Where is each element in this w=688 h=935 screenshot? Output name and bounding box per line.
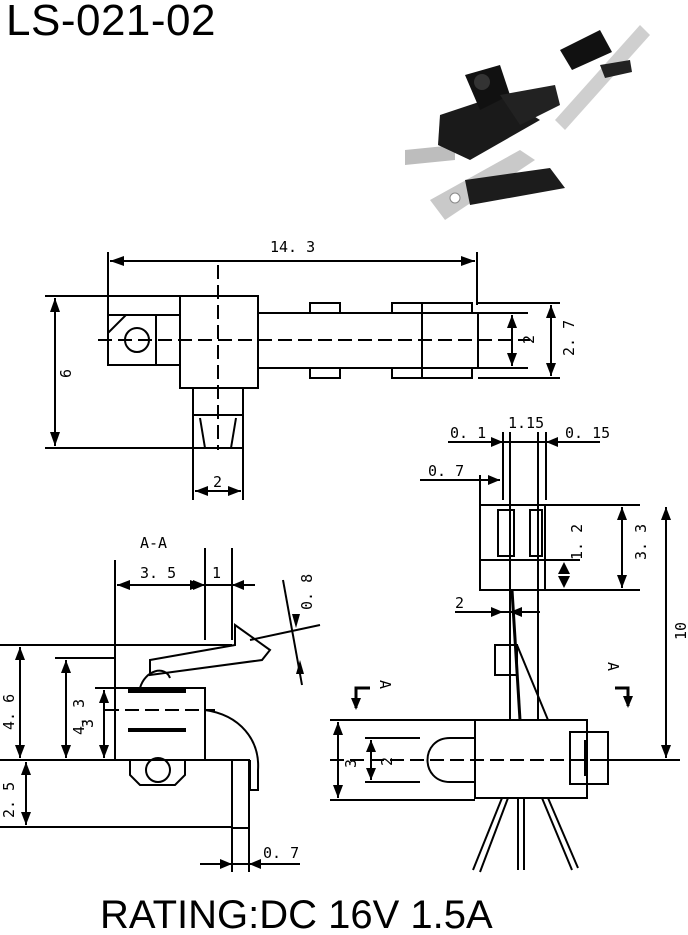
dim-length-label: 14. 3 [270,238,315,256]
dim-body-height-label: 3 [342,759,360,768]
section-mark-left: A [376,680,394,689]
dim-gap-left-label: 0. 1 [450,424,486,442]
dim-width-label: 3. 5 [140,564,176,582]
dim-offset-label: 0. 7 [428,462,464,480]
dim-lever-thickness-label: 0. 8 [298,574,316,610]
dim-body-height-label: 3 [79,719,97,728]
dim-pitch-label: 1.15 [508,414,544,432]
part-number-title: LS-021-02 [6,0,216,45]
dim-inner-height-label: 2 [378,757,396,766]
dim-shaft-inner-label: 2 [520,335,538,344]
dim-height-label: 6 [57,369,75,378]
terminal [231,759,250,829]
dim-gap-right-label: 0. 15 [565,424,610,442]
rating-text: RATING:DC 16V 1.5A [100,893,493,935]
spring [494,644,518,676]
product-photo-body [405,25,650,220]
lever [149,623,272,677]
dim-spacer-label: 2 [455,594,464,612]
dim-lever-offset-label: 1 [212,564,221,582]
section-label: A-A [140,534,167,552]
dim-lower-height-label: 2. 5 [0,782,18,818]
dim-total-height-label: 4. 6 [0,694,18,730]
dim-base-width-label: 2 [213,473,222,491]
dim-terminal-thickness-label: 0. 7 [263,844,299,862]
contact-block [479,504,546,591]
dim-shaft-outer-label: 2. 7 [560,320,578,356]
dim-contact-height-label: 1. 2 [568,524,586,560]
base-lug [192,387,244,449]
dim-mid-height-label: 4. 3 [70,699,88,735]
terminal-arc [204,709,260,791]
dim-contact-total-label: 3. 3 [632,524,650,560]
section-mark-right: A [604,662,622,671]
dim-length-label: 10 [672,622,688,640]
